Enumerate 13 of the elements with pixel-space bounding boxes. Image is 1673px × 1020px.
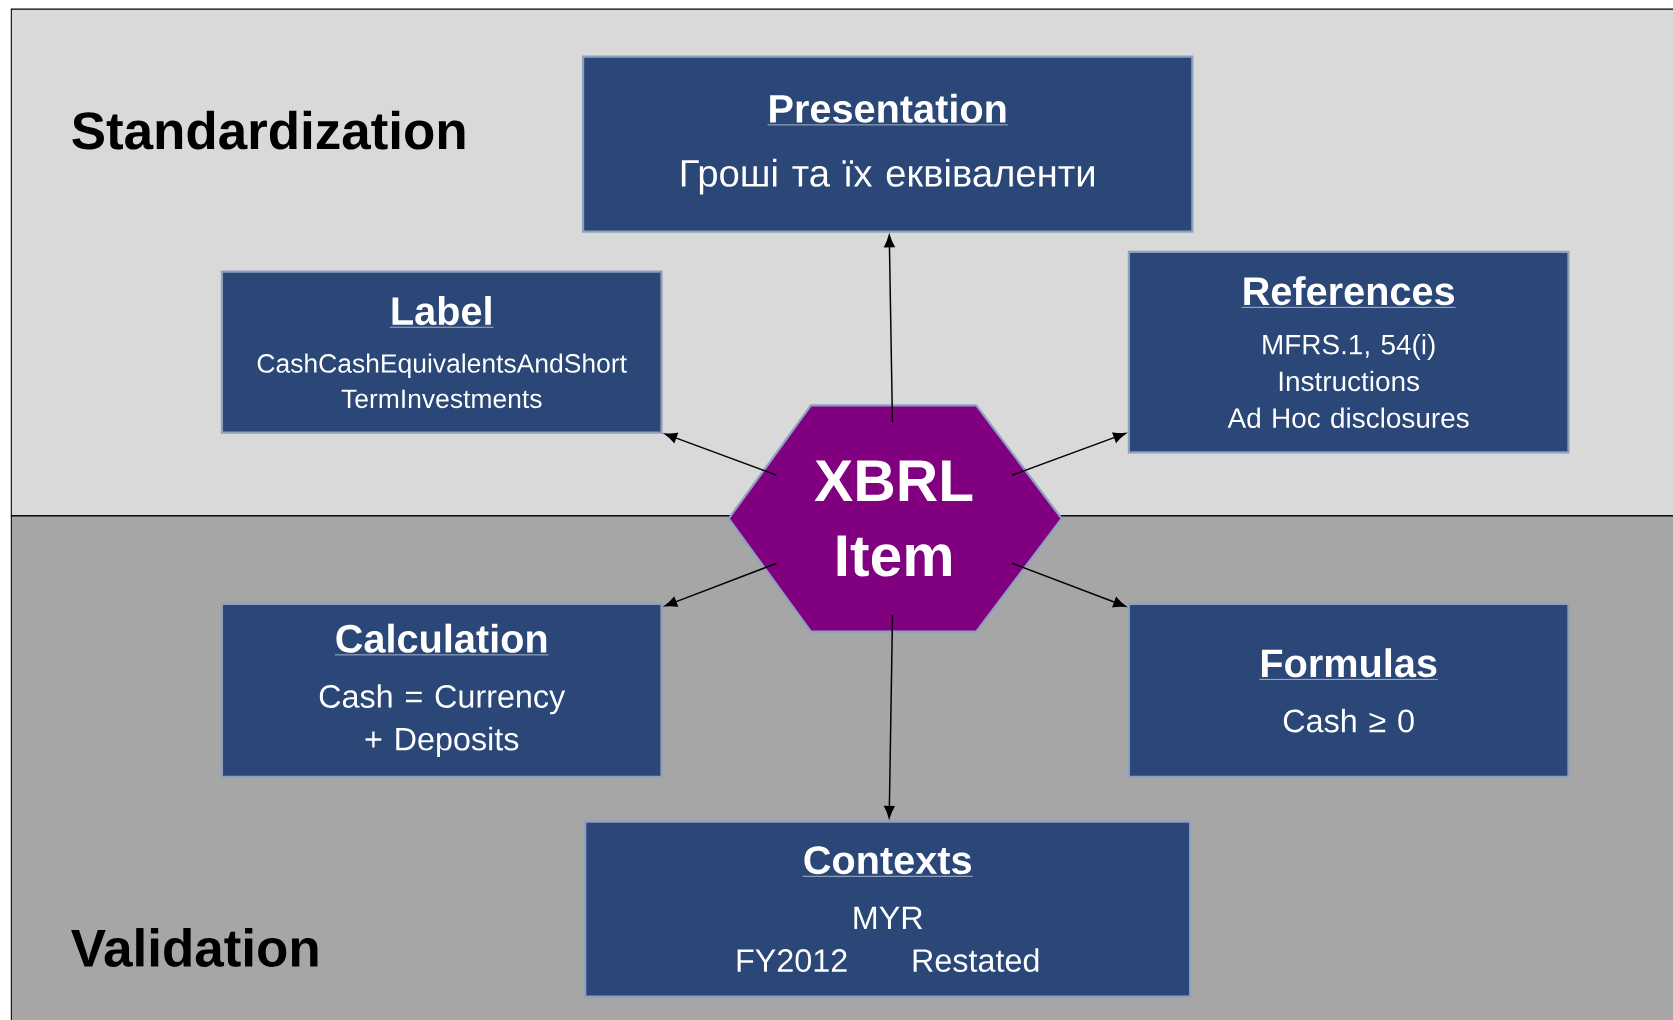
arrow bbox=[664, 562, 778, 607]
arrow bbox=[1011, 432, 1126, 477]
arrow bbox=[884, 614, 895, 819]
arrow bbox=[1011, 562, 1126, 608]
process-box: Formulas Cash ≥ 0 bbox=[1127, 602, 1570, 778]
process-box: Calculation Cash = Currency + Deposits bbox=[220, 602, 663, 778]
process-box: Label CashCashEquivalentsAndShort TermInvestments bbox=[220, 270, 663, 434]
arrow bbox=[884, 234, 895, 423]
arrow bbox=[664, 432, 778, 476]
process-box: Presentation Гроші та їх еквіваленти bbox=[582, 55, 1194, 233]
hexagon: XBRL Item bbox=[727, 404, 1063, 633]
process-box: Contexts MYR FY2012 Restated bbox=[584, 820, 1192, 998]
process-box: References MFRS.1, 54(i) Instructions Ad Hoc disclosures bbox=[1127, 250, 1570, 454]
